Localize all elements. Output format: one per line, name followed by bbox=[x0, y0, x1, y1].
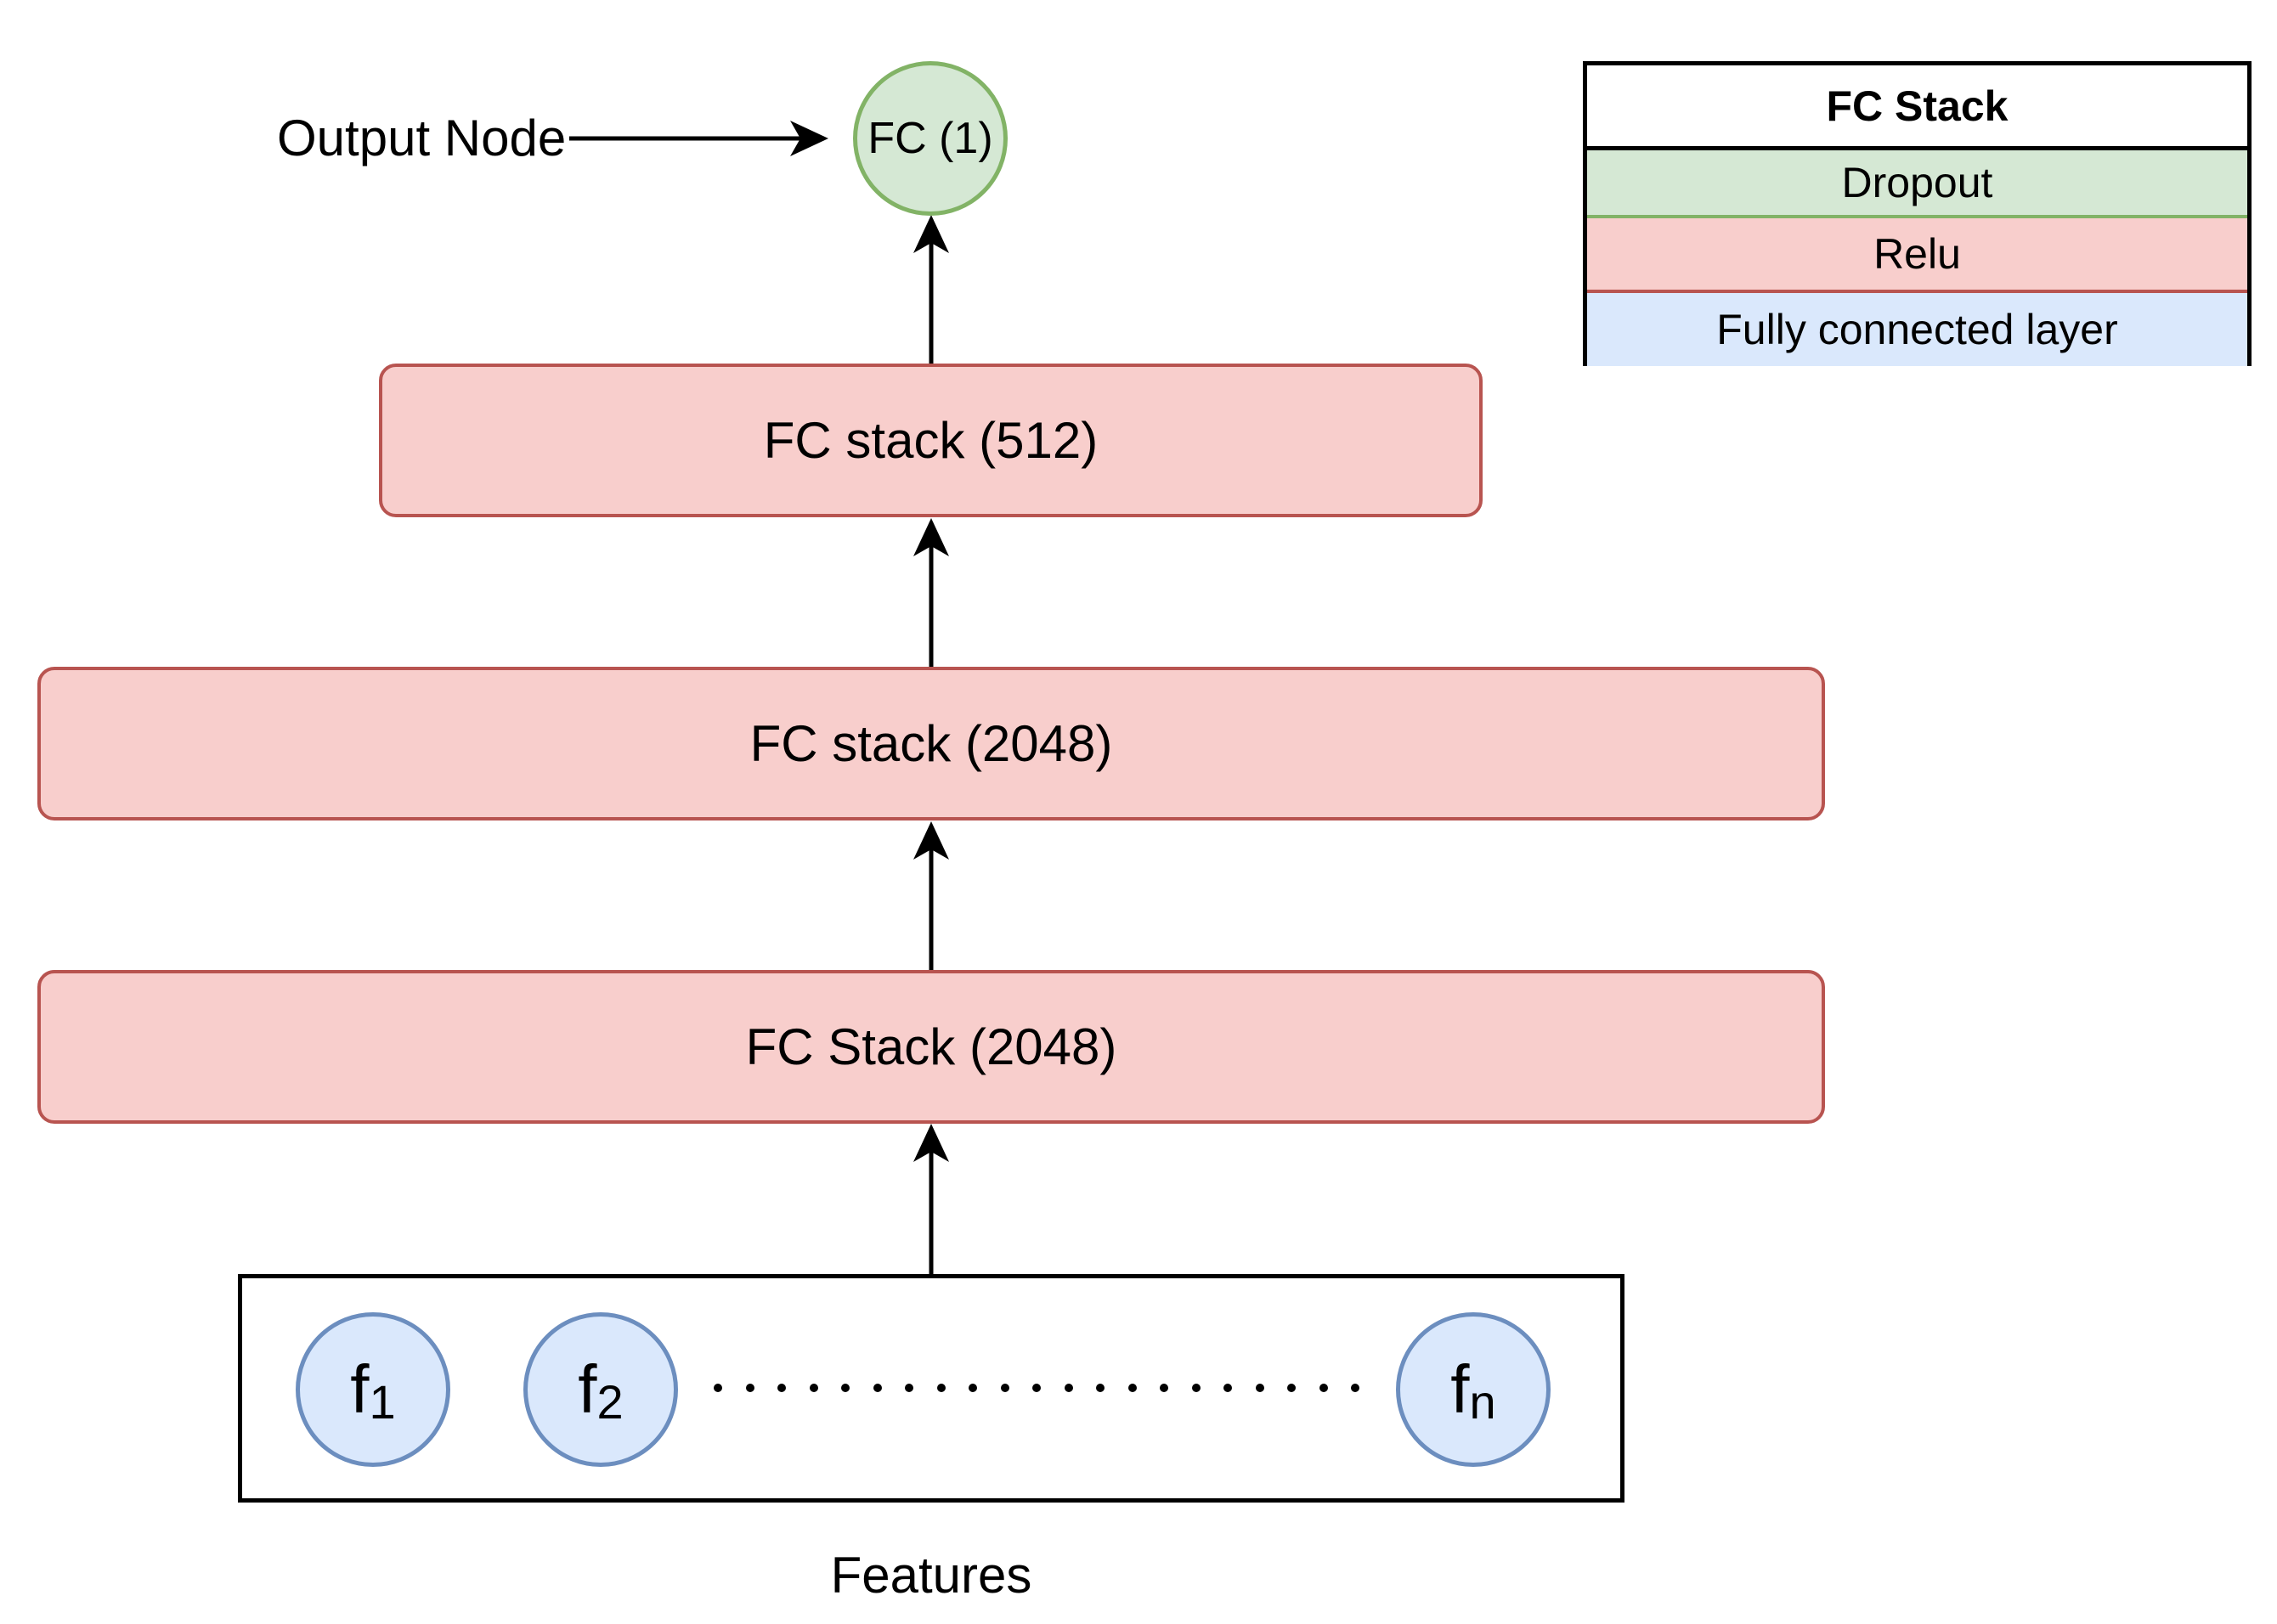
dot bbox=[936, 1384, 946, 1392]
dot bbox=[841, 1384, 850, 1392]
feature-node-n-subscript: n bbox=[1469, 1374, 1496, 1429]
feature-node-2-subscript: 2 bbox=[596, 1374, 624, 1429]
dot bbox=[873, 1384, 882, 1392]
dot bbox=[1032, 1384, 1041, 1392]
output-node-text: FC (1) bbox=[867, 114, 993, 163]
feature-node-2-letter: f bbox=[578, 1351, 597, 1427]
fc-stack-512: FC stack (512) bbox=[379, 364, 1483, 517]
fc-stack-2048-upper: FC stack (2048) bbox=[37, 667, 1825, 820]
legend-row-dropout: Dropout bbox=[1587, 150, 2247, 218]
arrowhead-stack2048a-to-stack512 bbox=[913, 518, 949, 556]
dot bbox=[1160, 1384, 1168, 1392]
fc-stack-2048-lower-label: FC Stack (2048) bbox=[745, 1018, 1117, 1075]
dot bbox=[1351, 1384, 1359, 1392]
dot bbox=[714, 1384, 722, 1392]
fc-stack-2048-lower: FC Stack (2048) bbox=[37, 970, 1825, 1124]
dot bbox=[1319, 1384, 1328, 1392]
dot bbox=[1255, 1384, 1264, 1392]
dot bbox=[969, 1384, 977, 1392]
arrowhead-stack512-to-output bbox=[913, 215, 949, 253]
arrowhead-features-to-stack2048b bbox=[913, 1124, 949, 1162]
feature-node-1-subscript: 1 bbox=[369, 1374, 396, 1429]
features-caption: Features bbox=[830, 1547, 1032, 1604]
legend-row-relu: Relu bbox=[1587, 218, 2247, 293]
output-node: FC (1) bbox=[853, 61, 1008, 216]
arrowhead-stack2048b-to-stack2048a bbox=[913, 821, 949, 860]
output-node-label: Output Node bbox=[277, 110, 567, 166]
fc-stack-2048-upper-label: FC stack (2048) bbox=[749, 715, 1113, 772]
dot bbox=[1096, 1384, 1105, 1392]
legend-row-fully-connected: Fully connected layer bbox=[1587, 293, 2247, 366]
feature-node-n-letter: f bbox=[1450, 1351, 1470, 1427]
legend: FC Stack Dropout Relu Fully connected la… bbox=[1583, 61, 2252, 366]
dot bbox=[777, 1384, 786, 1392]
feature-node-1-letter: f bbox=[350, 1351, 370, 1427]
ellipsis-dots bbox=[714, 1382, 1359, 1394]
dot bbox=[745, 1384, 754, 1392]
dot bbox=[1000, 1384, 1009, 1392]
dot bbox=[809, 1384, 818, 1392]
dot bbox=[1287, 1384, 1296, 1392]
legend-title: FC Stack bbox=[1587, 65, 2247, 150]
dot bbox=[1191, 1384, 1201, 1392]
arrowhead-label-to-output bbox=[790, 121, 828, 156]
fc-stack-512-label: FC stack (512) bbox=[763, 412, 1099, 469]
dot bbox=[1223, 1384, 1232, 1392]
dot bbox=[1064, 1384, 1073, 1392]
dot bbox=[905, 1384, 913, 1392]
dot bbox=[1127, 1384, 1137, 1392]
